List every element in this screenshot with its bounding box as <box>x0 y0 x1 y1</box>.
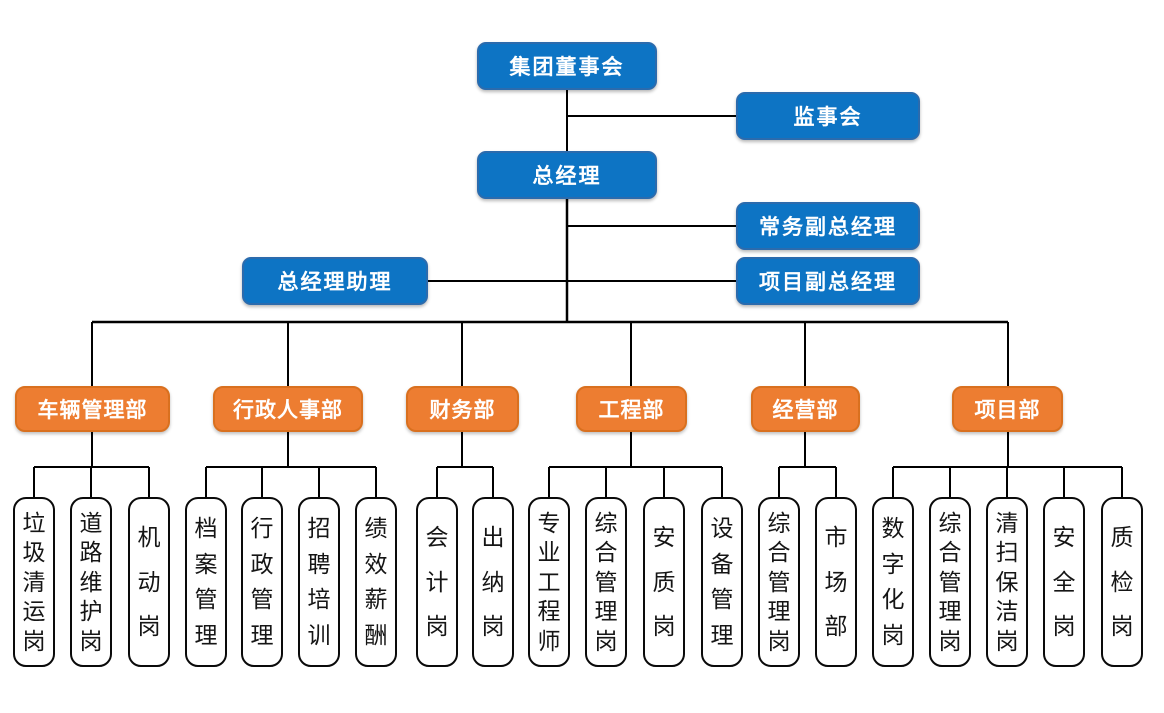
node-general-manager: 总经理 <box>477 151 657 199</box>
position-box: 综合管理岗 <box>929 497 971 667</box>
position-box: 机动岗 <box>128 497 170 667</box>
dept-finance: 财务部 <box>406 386 519 432</box>
position-box: 安全岗 <box>1043 497 1085 667</box>
node-board-of-directors: 集团董事会 <box>477 42 657 90</box>
node-supervisory-board: 监事会 <box>736 92 920 140</box>
position-box: 综合管理岗 <box>585 497 627 667</box>
node-executive-deputy-gm: 常务副总经理 <box>736 202 920 250</box>
position-box: 专业工程师 <box>528 497 570 667</box>
position-box: 综合管理岗 <box>758 497 800 667</box>
position-box: 安质岗 <box>643 497 685 667</box>
position-box: 设备管理 <box>701 497 743 667</box>
node-gm-assistant: 总经理助理 <box>242 257 428 305</box>
node-project-deputy-gm: 项目副总经理 <box>736 257 920 305</box>
dept-vehicle-management: 车辆管理部 <box>15 386 170 432</box>
dept-project: 项目部 <box>952 386 1063 432</box>
position-box: 档案管理 <box>185 497 227 667</box>
position-box: 市场部 <box>815 497 857 667</box>
position-box: 垃圾清运岗 <box>13 497 55 667</box>
position-box: 道路维护岗 <box>70 497 112 667</box>
dept-operations: 经营部 <box>751 386 860 432</box>
position-box: 数字化岗 <box>872 497 914 667</box>
position-box: 行政管理 <box>241 497 283 667</box>
position-box: 质检岗 <box>1101 497 1143 667</box>
position-box: 会计岗 <box>416 497 458 667</box>
position-box: 绩效薪酬 <box>355 497 397 667</box>
position-box: 出纳岗 <box>472 497 514 667</box>
position-box: 招聘培训 <box>298 497 340 667</box>
position-box: 清扫保洁岗 <box>986 497 1028 667</box>
dept-admin-hr: 行政人事部 <box>213 386 363 432</box>
dept-engineering: 工程部 <box>576 386 687 432</box>
